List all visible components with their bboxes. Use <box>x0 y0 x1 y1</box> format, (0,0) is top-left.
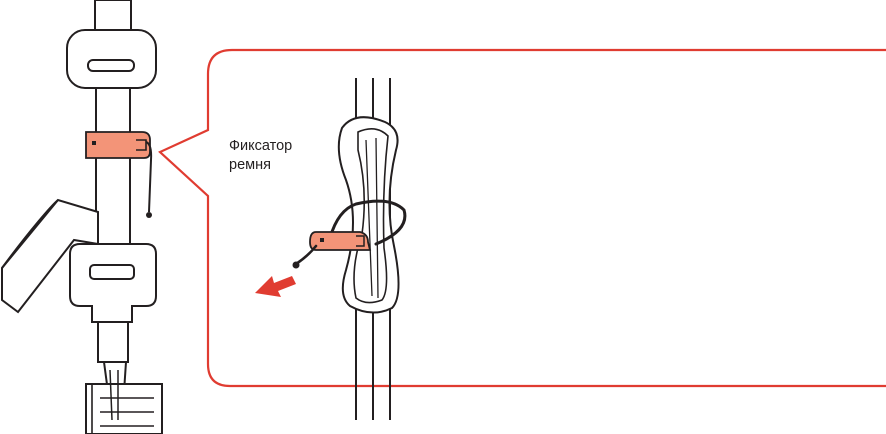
buckle-tongue <box>98 322 128 362</box>
top-buckle-slot <box>88 60 134 71</box>
strap-overview <box>2 0 162 434</box>
lower-buckle <box>70 244 156 322</box>
middle-strap <box>96 88 130 248</box>
strap-clip-label-line1: Фиксатор <box>229 137 292 156</box>
strap-clip-label: Фиксатор ремня <box>229 137 292 175</box>
panel-step-1 <box>255 78 405 420</box>
zoom-callout-frame <box>160 50 886 386</box>
strap-clip-label-line2: ремня <box>229 156 292 175</box>
strap-clip <box>310 232 370 250</box>
red-arrow-icon <box>255 276 296 297</box>
